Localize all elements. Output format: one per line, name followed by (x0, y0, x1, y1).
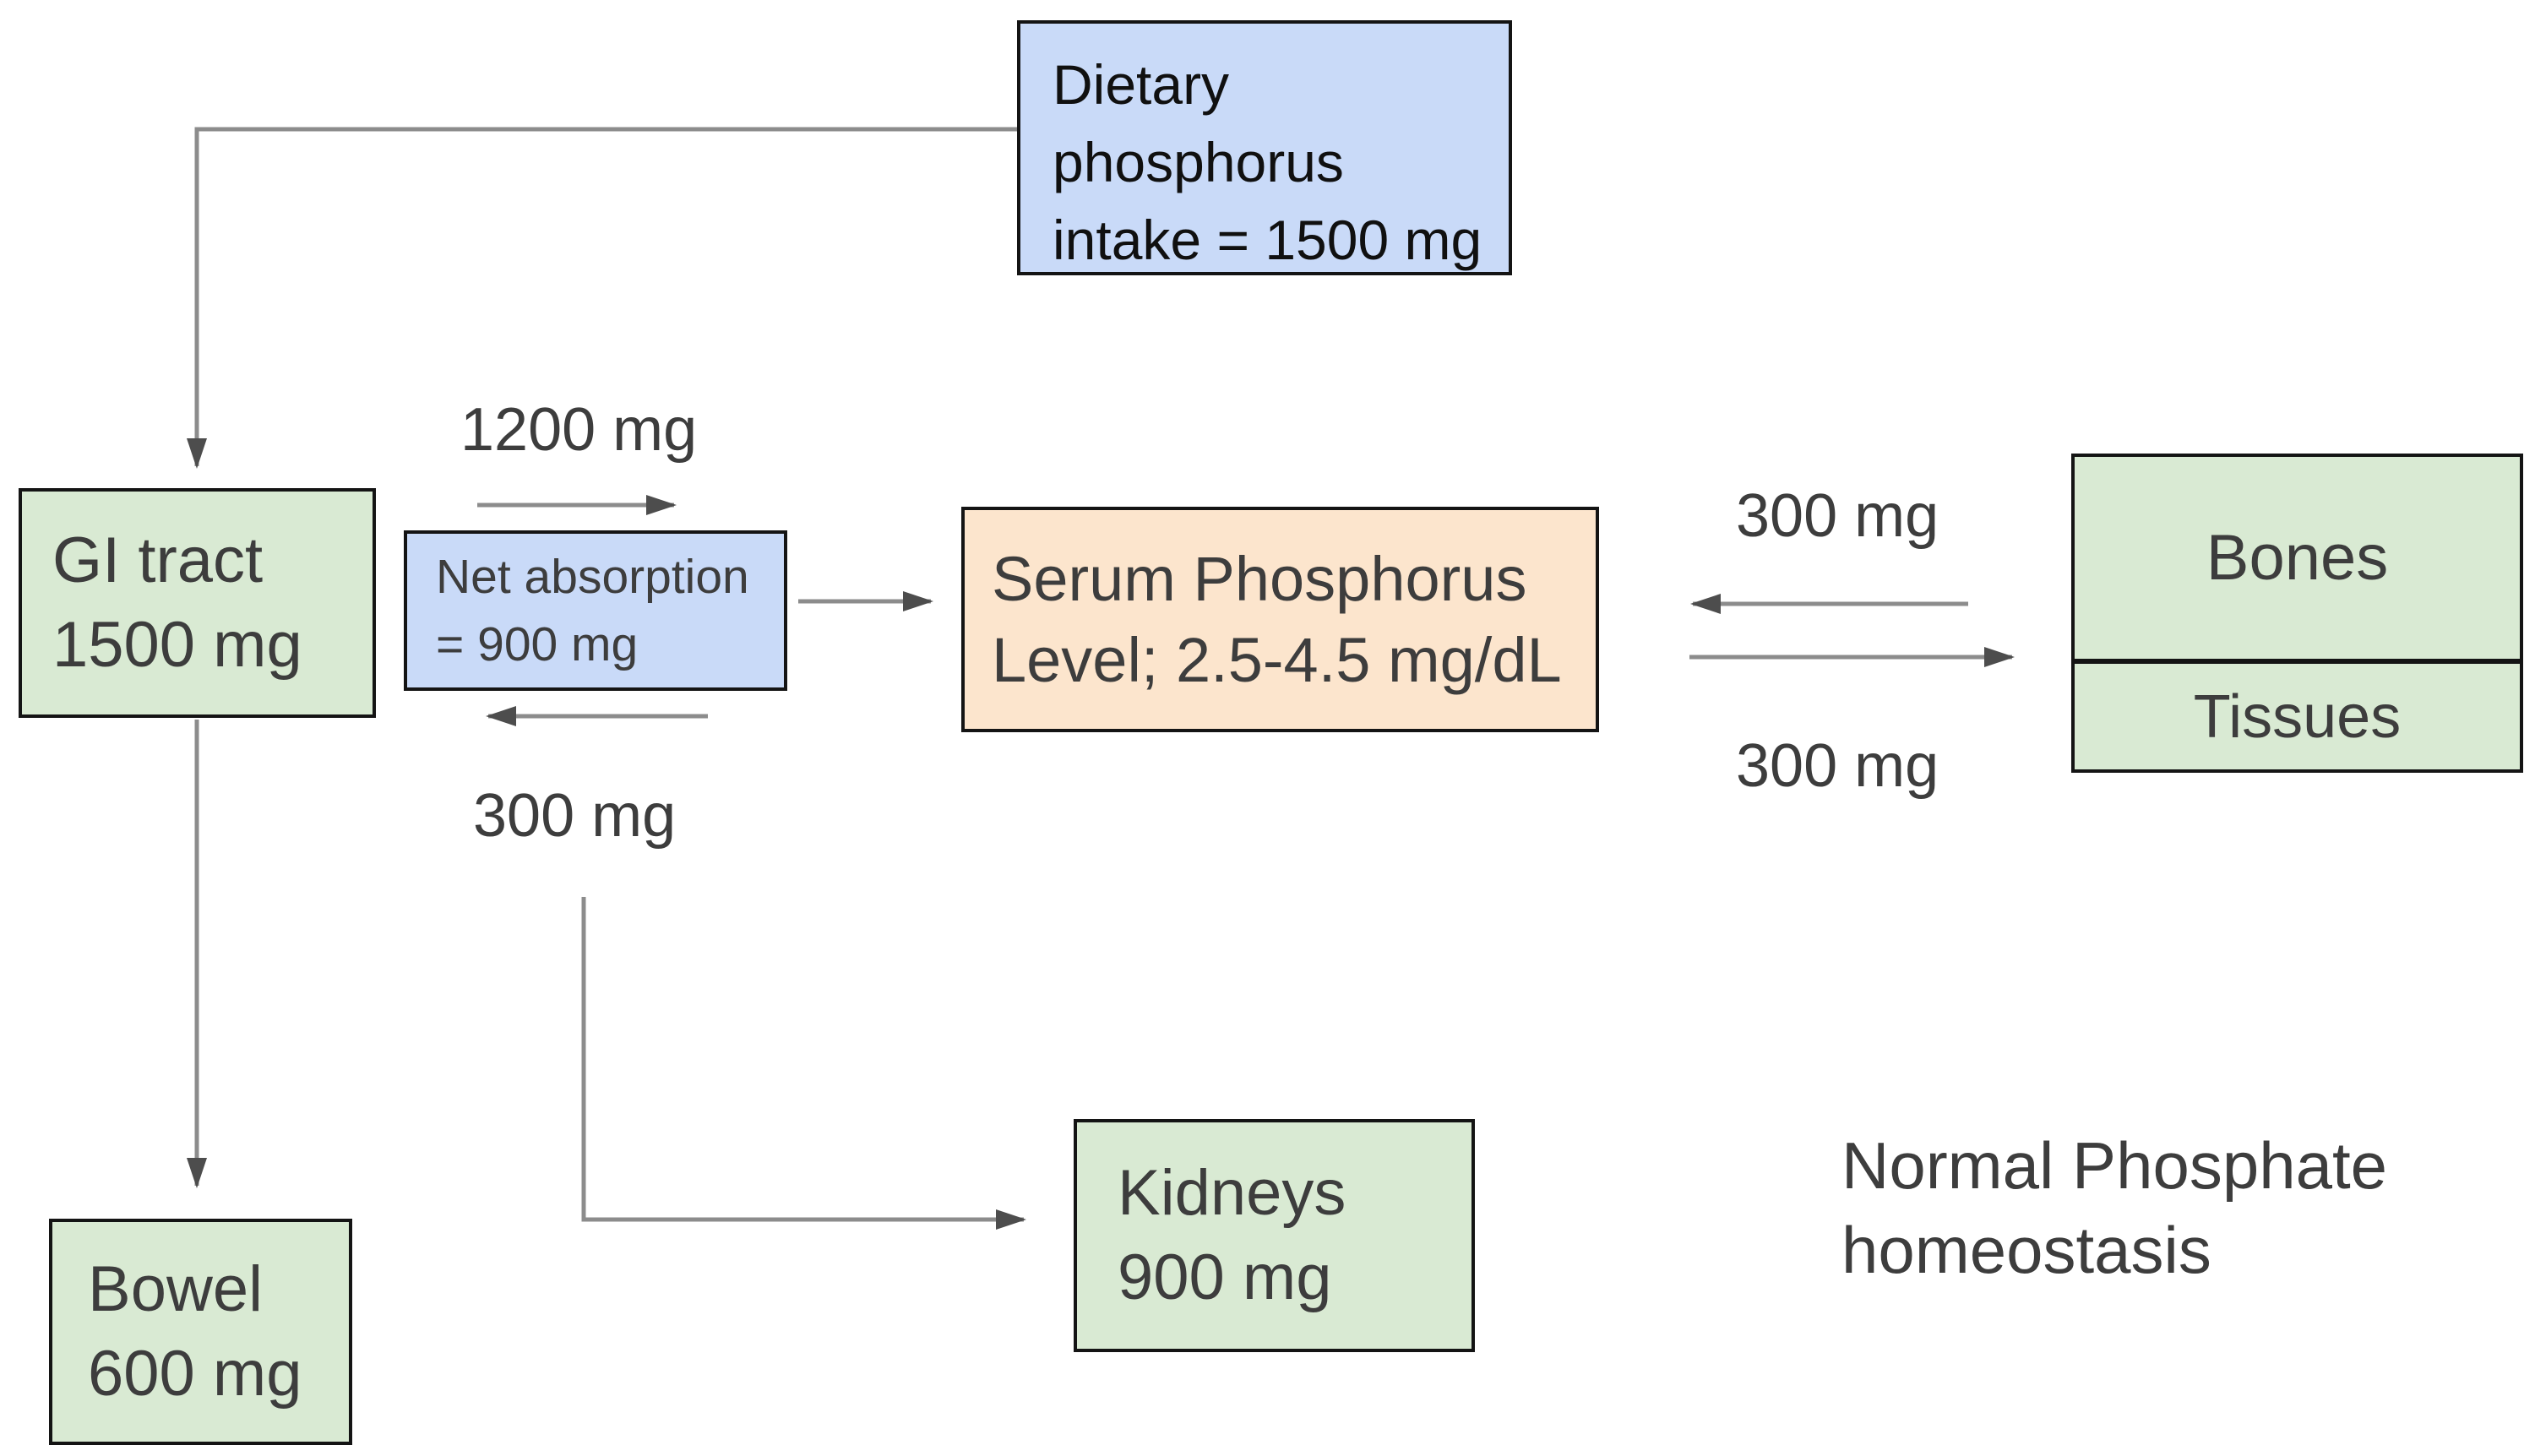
gi-tract-amount: 1500 mg (52, 609, 302, 681)
dietary-line-3: intake = 1500 mg (1053, 209, 1482, 271)
node-bowel: Bowel 600 mg (49, 1219, 352, 1445)
node-dietary-phosphorus: Dietary phosphorus intake = 1500 mg (1017, 20, 1512, 275)
flow-label-300mg-secretion: 300 mg (473, 782, 677, 850)
bowel-amount: 600 mg (88, 1338, 302, 1410)
dietary-line-1: Dietary (1053, 53, 1230, 116)
node-serum-phosphorus: Serum Phosphorus Level; 2.5-4.5 mg/dL (961, 507, 1599, 732)
serum-line-1: Serum Phosphorus (992, 543, 1527, 614)
bowel-label: Bowel (88, 1253, 263, 1325)
bones-compartment: Bones (2075, 457, 2520, 659)
flow-label-300mg-resorption: 300 mg (1736, 482, 1939, 550)
gi-tract-label: GI tract (52, 524, 264, 596)
caption-line-1: Normal Phosphate (1841, 1128, 2388, 1203)
kidneys-amount: 900 mg (1118, 1241, 1332, 1313)
bones-label: Bones (2206, 521, 2389, 594)
kidneys-label: Kidneys (1118, 1157, 1346, 1229)
node-bones-tissues: Bones Tissues (2071, 454, 2523, 773)
tissues-compartment: Tissues (2075, 664, 2520, 769)
flow-label-1200mg: 1200 mg (460, 396, 698, 464)
node-kidneys: Kidneys 900 mg (1074, 1119, 1475, 1352)
caption-line-2: homeostasis (1841, 1213, 2211, 1287)
node-net-absorption: Net absorption = 900 mg (404, 530, 787, 691)
node-gi-tract: GI tract 1500 mg (19, 488, 376, 718)
dietary-line-2: phosphorus (1053, 131, 1344, 193)
bones-tissues-divider (2075, 659, 2520, 664)
arrow-to-kidneys (581, 897, 1026, 1230)
net-absorption-amount: = 900 mg (436, 617, 639, 671)
tissues-label: Tissues (2193, 682, 2402, 751)
arrow-dietary-to-gi (187, 127, 1017, 469)
diagram-caption: Normal Phosphate homeostasis (1841, 1123, 2387, 1292)
net-absorption-label: Net absorption (436, 550, 749, 604)
flow-label-300mg-deposition: 300 mg (1736, 732, 1939, 800)
serum-line-2: Level; 2.5-4.5 mg/dL (992, 624, 1562, 695)
